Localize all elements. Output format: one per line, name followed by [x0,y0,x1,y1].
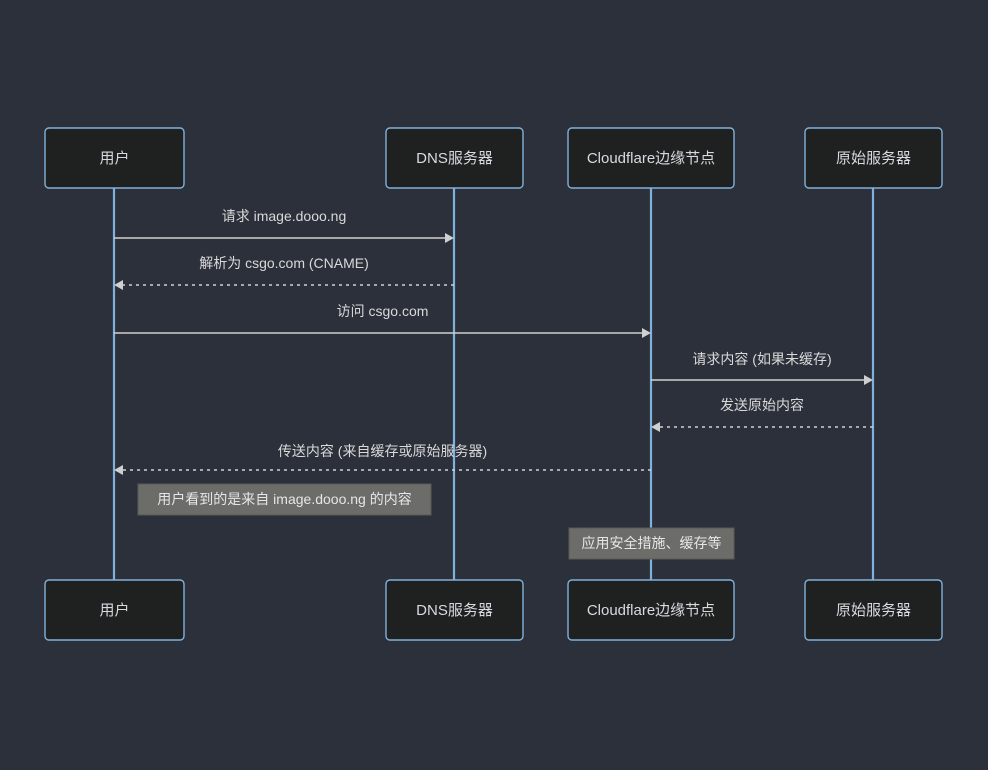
message-label: 访问 csgo.com [337,303,429,319]
message-m4: 请求内容 (如果未缓存) [651,351,873,385]
participant-bottom-dns[interactable]: DNS服务器 [385,579,524,641]
note-label: 用户看到的是来自 image.dooo.ng 的内容 [157,491,411,507]
participant-top-user[interactable]: 用户 [44,127,185,189]
participant-box [567,579,735,641]
participant-top-origin[interactable]: 原始服务器 [804,127,943,189]
participant-box [44,127,185,189]
participant-label: DNS服务器 [416,150,493,167]
participant-top-dns[interactable]: DNS服务器 [385,127,524,189]
message-m3: 访问 csgo.com [114,303,651,338]
messages-group: 请求 image.dooo.ng 解析为 csgo.com (CNAME) 访问 c… [114,208,873,475]
message-arrowhead [651,422,660,432]
participant-box [44,579,185,641]
message-arrowhead [114,280,123,290]
message-m2: 解析为 csgo.com (CNAME) [114,255,454,290]
participant-box [804,579,943,641]
actors-top-group: 用户 DNS服务器 Cloudflare边缘节点 原始服务器 [44,127,943,189]
message-arrowhead [114,465,123,475]
note-label: 应用安全措施、缓存等 [582,535,722,551]
message-m5: 发送原始内容 [651,397,873,432]
participant-box [385,579,524,641]
participant-label: Cloudflare边缘节点 [587,602,715,619]
participant-label: 原始服务器 [836,150,911,167]
message-arrowhead [642,328,651,338]
participant-bottom-origin[interactable]: 原始服务器 [804,579,943,641]
note-box [137,483,432,516]
message-m1: 请求 image.dooo.ng [114,208,454,243]
participant-bottom-cloudflare[interactable]: Cloudflare边缘节点 [567,579,735,641]
message-label: 请求内容 (如果未缓存) [692,351,831,367]
message-m6: 传送内容 (来自缓存或原始服务器) [114,443,651,475]
participant-box [385,127,524,189]
message-arrowhead [864,375,873,385]
actors-bottom-group: 用户 DNS服务器 Cloudflare边缘节点 原始服务器 [44,579,943,641]
note-n2: 应用安全措施、缓存等 [568,527,735,560]
message-label: 请求 image.dooo.ng [222,208,347,224]
participant-box [804,127,943,189]
lifelines-group [112,188,875,580]
message-label: 发送原始内容 [720,397,804,413]
note-box [568,527,735,560]
note-n1: 用户看到的是来自 image.dooo.ng 的内容 [137,483,432,516]
participant-box [567,127,735,189]
message-label: 传送内容 (来自缓存或原始服务器) [278,443,487,459]
message-label: 解析为 csgo.com (CNAME) [199,255,369,271]
participant-bottom-user[interactable]: 用户 [44,579,185,641]
participant-label: Cloudflare边缘节点 [587,150,715,167]
participant-top-cloudflare[interactable]: Cloudflare边缘节点 [567,127,735,189]
participant-label: 原始服务器 [836,602,911,619]
participant-label: DNS服务器 [416,602,493,619]
participant-label: 用户 [99,150,129,167]
participant-label: 用户 [99,602,129,619]
message-arrowhead [445,233,454,243]
